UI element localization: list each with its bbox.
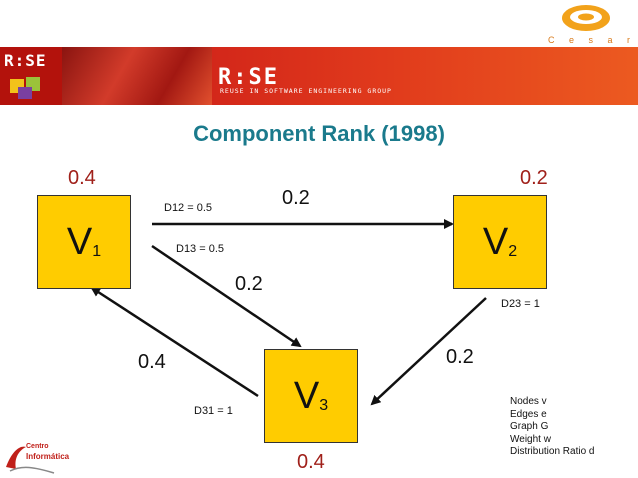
ci-logo-line1: Centro [26,443,49,450]
rise-center-logo: R:SE [218,65,279,90]
dist-d23: D23 = 1 [501,298,540,310]
rank-v1: 0.4 [68,167,96,189]
rise-left-logo: R:SE [4,51,47,70]
legend: Nodes v Edges e Graph G Weight w Distrib… [510,396,594,459]
legend-item: Weight w [510,433,551,445]
node-v3: V3 [264,349,358,443]
node-v1-label: V1 [66,220,102,263]
node-v2-label: V2 [482,220,518,263]
edge-v3-v1 [90,286,259,398]
slide-title: Component Rank (1998) [193,121,445,146]
weight-v3-v1: 0.4 [138,351,166,373]
node-v1: V1 [37,195,131,289]
legend-item: Distribution Ratio d [510,446,595,457]
legend-item: Nodes v [510,396,547,407]
edge-v1-v3 [151,244,302,348]
edge-v2-v3 [370,297,487,406]
node-v3-label: V3 [293,374,329,417]
rank-v2: 0.2 [520,167,548,189]
puzzle-background [62,47,212,105]
legend-item: Graph G [510,421,549,432]
cesar-wordmark: C e s a r [548,35,637,45]
weight-v1-v2: 0.2 [282,187,310,209]
centro-informatica-logo-icon [6,446,55,474]
ci-logo-line2: Informática [26,452,70,461]
rise-left-block: R:SE [0,47,62,105]
puzzle-icon [10,77,40,99]
rank-v3: 0.4 [297,451,325,473]
cesar-logo-icon [562,5,610,31]
node-v2: V2 [453,195,547,289]
rise-banner: R:SE R:SE REUSE IN SOFTWARE ENGINEERING … [0,47,638,105]
rise-subtitle: REUSE IN SOFTWARE ENGINEERING GROUP [220,87,392,95]
dist-d12: D12 = 0.5 [164,202,213,214]
weight-v1-v3: 0.2 [235,273,263,295]
weight-v2-v3: 0.2 [446,346,474,368]
dist-d13: D13 = 0.5 [176,243,225,255]
legend-item: Edges e [510,408,547,420]
dist-d31: D31 = 1 [194,405,233,417]
